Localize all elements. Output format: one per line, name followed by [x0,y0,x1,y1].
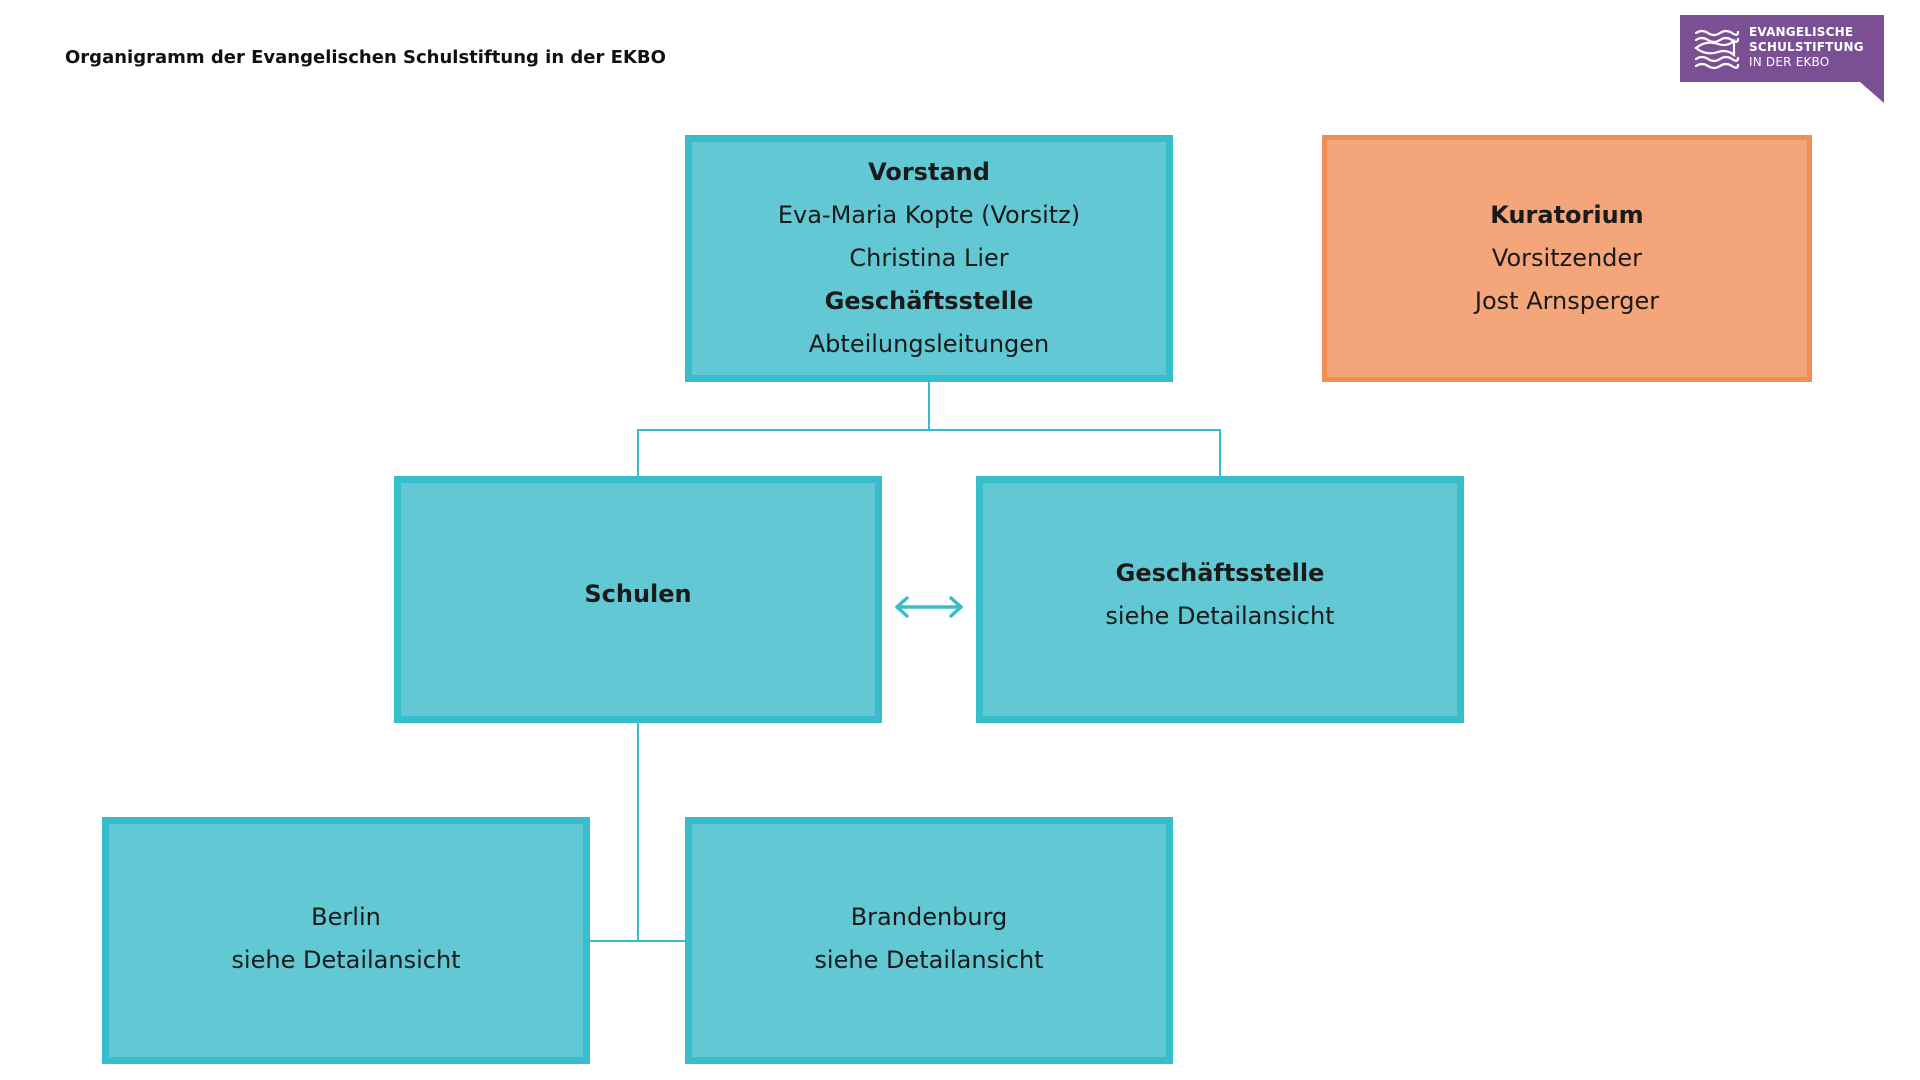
kuratorium-role: Vorsitzender [1491,244,1643,272]
logo-corner [1860,82,1884,103]
logo-line-1: EVANGELISCHE [1749,25,1854,39]
connector-horizontal-bottom [590,940,687,942]
connector-horizontal-top [637,429,1221,431]
logo-band [1680,15,1884,82]
logo-line-3: IN DER EKBO [1749,55,1830,69]
brandenburg-heading: Brandenburg [850,902,1008,931]
kuratorium-heading: Kuratorium [1490,201,1644,229]
kuratorium-node: Kuratorium Vorsitzender Jost Arnsperger [1322,135,1812,382]
brandenburg-node: Brandenburg siehe Detailansicht [685,817,1173,1064]
berlin-heading: Berlin [311,902,381,931]
berlin-link-text: siehe Detailansicht [231,945,461,974]
logo-wordmark: EVANGELISCHE SCHULSTIFTUNG IN DER EKBO [1749,25,1864,70]
bidirectional-arrow-icon [895,596,963,618]
kuratorium-person: Jost Arnsperger [1474,287,1660,315]
vorstand-subheading: Geschäftsstelle [824,287,1034,315]
vorstand-heading: Vorstand [868,158,990,186]
geschaeftsstelle-heading: Geschäftsstelle [1115,558,1325,587]
vorstand-member: Christina Lier [849,244,1009,272]
connector-schulen-down [637,722,639,942]
connector-to-geschaeftsstelle [1219,429,1221,477]
geschaeftsstelle-node: Geschäftsstelle siehe Detailansicht [976,476,1464,723]
connector-vorstand-down [928,381,930,430]
geschaeftsstelle-link-text: siehe Detailansicht [1105,601,1335,630]
brandenburg-link-text: siehe Detailansicht [814,945,1044,974]
page-title: Organigramm der Evangelischen Schulstift… [65,47,666,68]
logo: EVANGELISCHE SCHULSTIFTUNG IN DER EKBO [1680,15,1885,105]
connector-to-schulen [637,429,639,477]
berlin-node: Berlin siehe Detailansicht [102,817,590,1064]
schulen-node: Schulen [394,476,882,723]
fish-waves-icon [1694,29,1740,70]
vorstand-departments: Abteilungsleitungen [808,330,1050,358]
schulen-heading: Schulen [584,580,692,608]
logo-line-2: SCHULSTIFTUNG [1749,40,1864,54]
vorstand-node: Vorstand Eva-Maria Kopte (Vorsitz) Chris… [685,135,1173,382]
vorstand-chair: Eva-Maria Kopte (Vorsitz) [777,201,1081,229]
